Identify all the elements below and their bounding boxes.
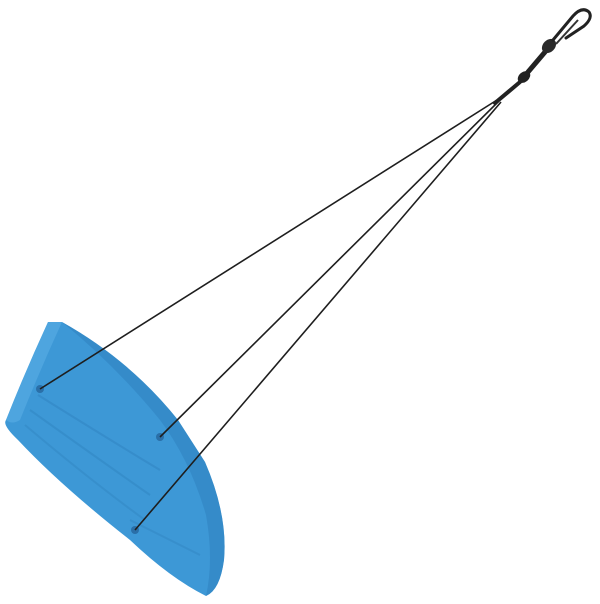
- blue-fin: [5, 322, 225, 596]
- bridle-lines: [39, 99, 502, 531]
- snap-swivel-clip: [493, 8, 592, 105]
